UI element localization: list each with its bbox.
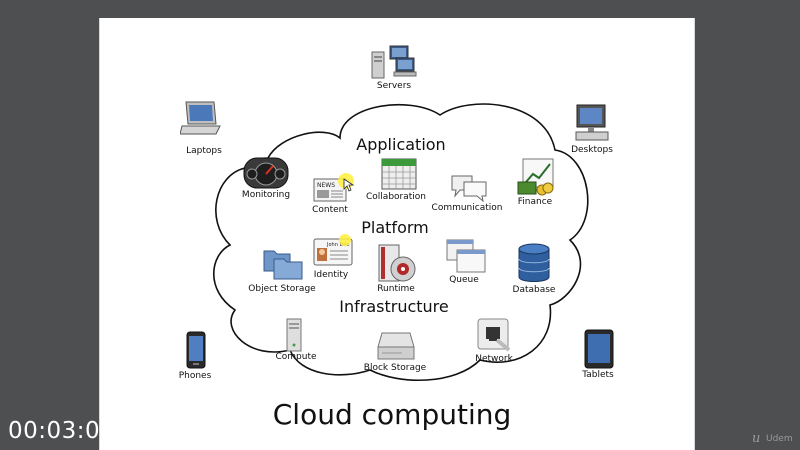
database-label: Database — [512, 285, 556, 295]
diagram-caption: Cloud computing — [272, 398, 512, 431]
calendar-icon — [381, 158, 417, 190]
database-icon — [518, 243, 550, 282]
desktop-icon — [575, 104, 609, 141]
network-label: Network — [475, 354, 513, 364]
badge-name: John Doe — [326, 242, 349, 248]
infrastructure-title: Infrastructure — [339, 297, 449, 316]
monitoring-label: Monitoring — [241, 190, 291, 200]
watermark-text: Udem — [766, 434, 793, 444]
content-label: Content — [312, 205, 348, 215]
finance-icon — [517, 158, 554, 196]
laptop-icon — [180, 101, 221, 135]
cursor-icon — [343, 178, 355, 192]
phones-label: Phones — [178, 371, 212, 381]
queue-icon — [446, 239, 486, 273]
desktops-label: Desktops — [571, 145, 613, 155]
tablets-label: Tablets — [582, 370, 614, 380]
video-timestamp: 00:03:08 — [8, 418, 116, 444]
laptops-label: Laptops — [186, 146, 222, 156]
queue-label: Queue — [449, 275, 479, 285]
finance-label: Finance — [517, 197, 553, 207]
folders-icon — [263, 250, 303, 280]
block-storage-label: Block Storage — [363, 363, 427, 373]
hard-drive-icon — [377, 332, 415, 360]
runtime-label: Runtime — [377, 284, 415, 294]
cursor-highlight-2 — [339, 234, 351, 246]
newspaper-title: NEWS — [317, 182, 335, 189]
tablet-icon — [584, 329, 614, 369]
runtime-icon — [378, 244, 416, 282]
object-storage-label: Object Storage — [248, 284, 316, 294]
identity-label: Identity — [313, 270, 349, 280]
compute-label: Compute — [275, 352, 317, 362]
network-port-icon — [477, 318, 511, 352]
udemy-logo-icon: u — [752, 431, 761, 446]
gauge-icon — [243, 157, 289, 189]
platform-title: Platform — [361, 218, 429, 237]
speech-bubbles-icon — [451, 175, 487, 202]
collaboration-label: Collaboration — [366, 192, 426, 202]
servers-icon — [371, 45, 417, 79]
application-title: Application — [356, 135, 446, 154]
communication-label: Communication — [431, 203, 503, 213]
servers-label: Servers — [376, 81, 412, 91]
phone-icon — [186, 331, 206, 369]
compute-icon — [286, 318, 302, 352]
